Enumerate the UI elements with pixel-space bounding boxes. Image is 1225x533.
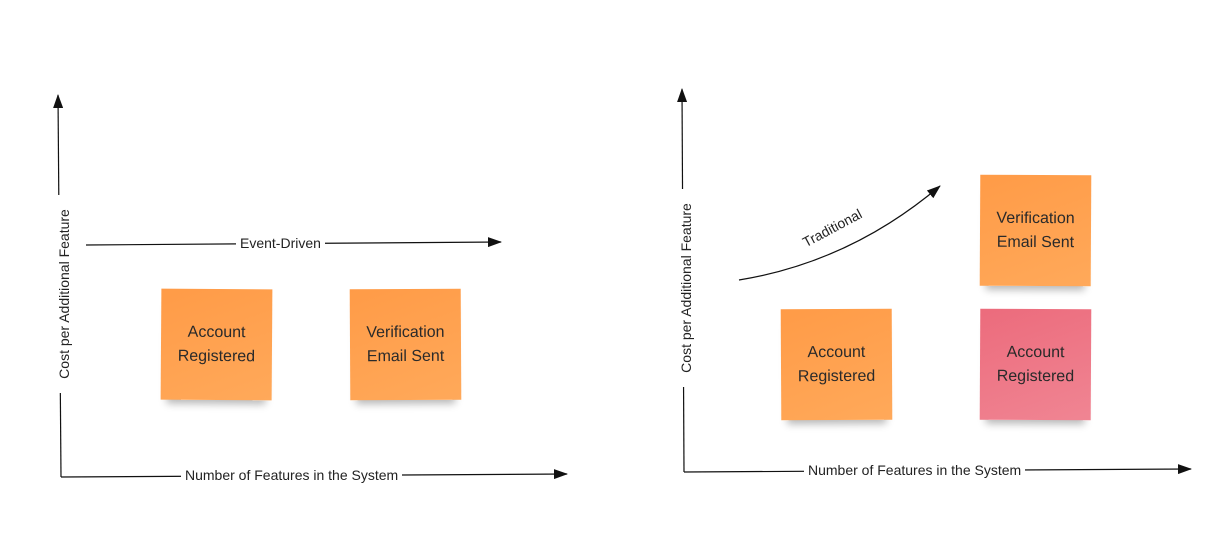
left-y-axis-label: Cost per Additional Feature xyxy=(56,195,72,393)
right-trend-arrow xyxy=(738,185,941,281)
note-text: Account Registered xyxy=(797,343,876,385)
sticky-note-account-registered[interactable]: Account Registered xyxy=(160,288,273,401)
sticky-note-account-registered-pink[interactable]: Account Registered xyxy=(979,308,1092,421)
note-text: Account Registered xyxy=(177,323,256,365)
left-x-axis-label: Number of Features in the System xyxy=(181,467,403,483)
right-y-axis-label: Cost per Additional Feature xyxy=(678,189,694,387)
note-text: Verification Email Sent xyxy=(996,209,1075,251)
note-text: Verification Email Sent xyxy=(366,323,445,365)
note-text: Account Registered xyxy=(996,343,1075,385)
sticky-note-account-registered[interactable]: Account Registered xyxy=(780,308,893,421)
left-trend-label: Event-Driven xyxy=(236,235,325,251)
right-x-axis-label: Number of Features in the System xyxy=(804,462,1026,478)
sticky-note-verification-email-sent[interactable]: Verification Email Sent xyxy=(979,174,1092,287)
sticky-note-verification-email-sent[interactable]: Verification Email Sent xyxy=(349,288,462,401)
